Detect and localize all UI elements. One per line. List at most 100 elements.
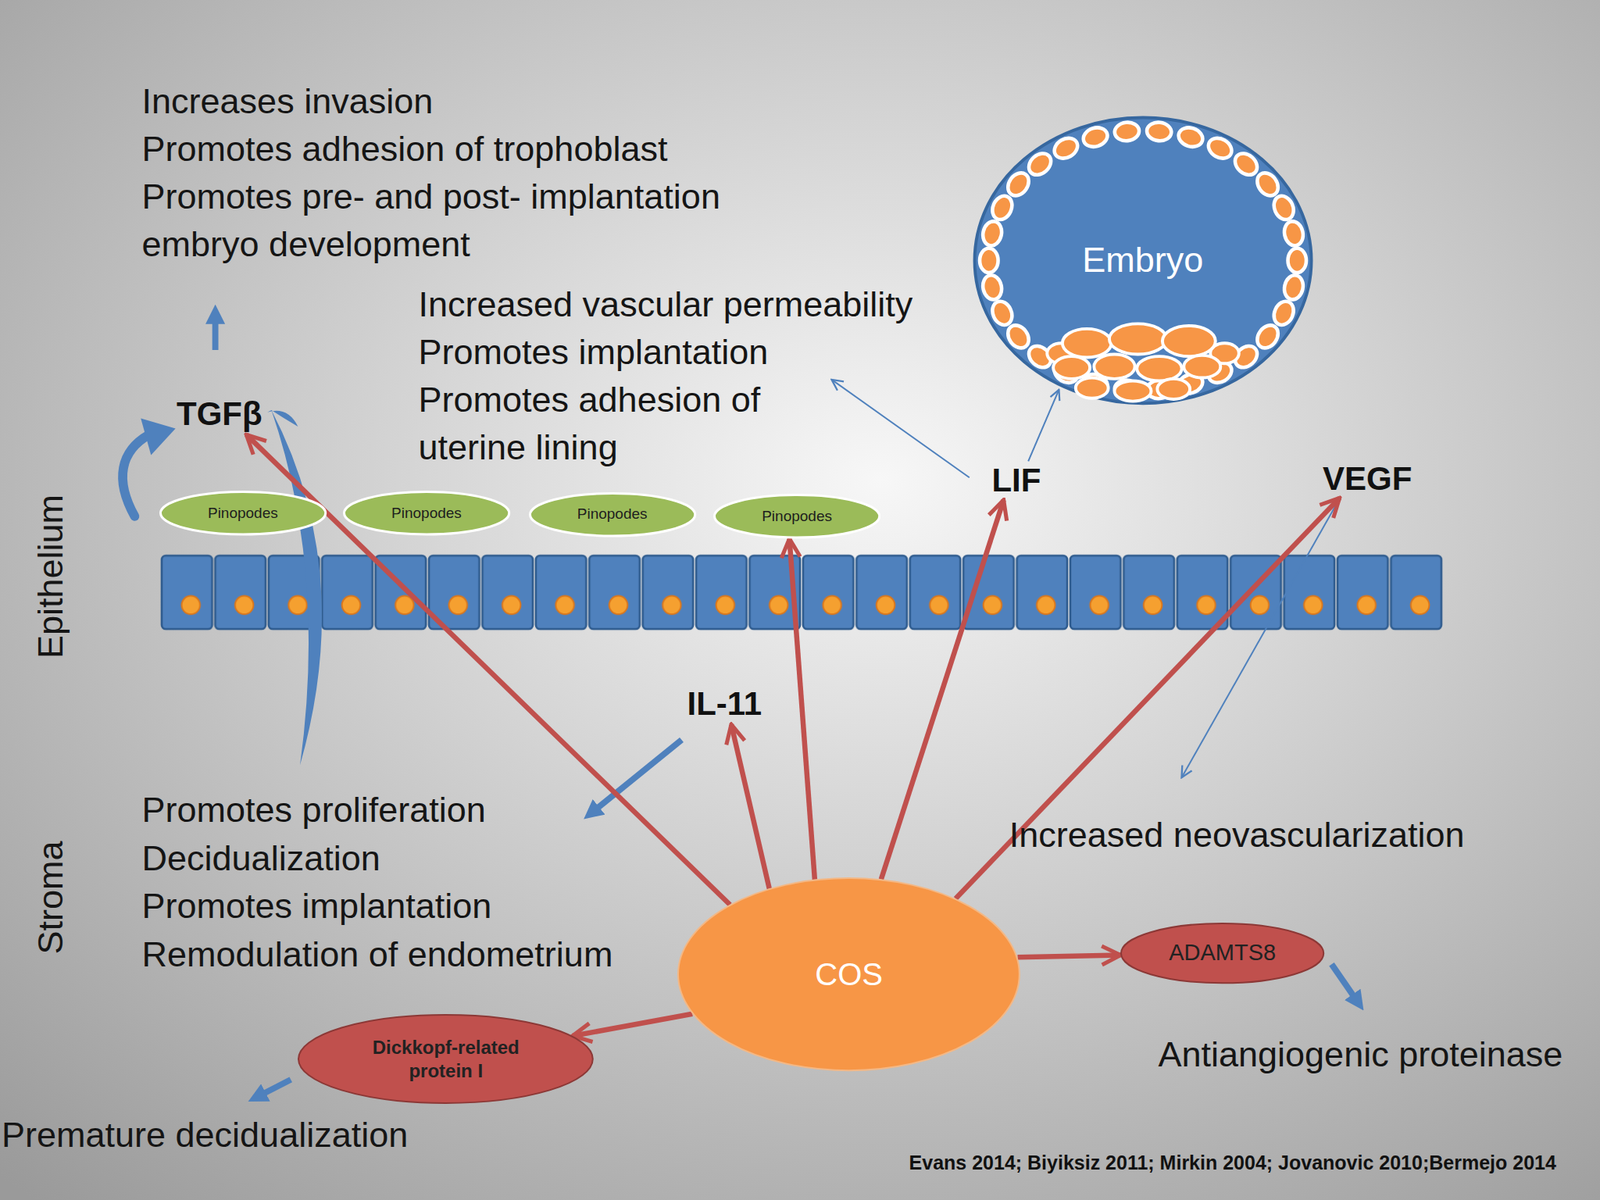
protein-ellipse: ADAMTS8	[1120, 922, 1325, 984]
arrow-flare	[267, 410, 298, 427]
effect-text: Promotes pre- and post- implantation emb…	[142, 172, 752, 268]
trophoblast-cell	[980, 273, 1004, 302]
pinopode-label: Pinopodes	[761, 507, 833, 525]
factor-label-node: TGFβ	[171, 393, 268, 435]
pinopode-label: Pinopodes	[207, 504, 279, 522]
ellipse-shape	[298, 1014, 593, 1104]
trophoblast-cell	[1287, 247, 1307, 272]
effect-text: Remodulation of endometrium	[142, 930, 614, 979]
stimulation-arrow	[1017, 955, 1122, 958]
stimulation-arrow	[572, 1014, 693, 1036]
effect-arrow	[212, 312, 219, 350]
inner-cell-mass-cell	[1109, 323, 1167, 354]
autocrine-curved-arrow	[122, 434, 150, 516]
factor-name: TGFβ	[176, 395, 263, 433]
epithelium-cell-layer	[160, 553, 1443, 631]
trophoblast-cell	[1204, 133, 1236, 162]
effect-text: Promotes implantation	[418, 328, 769, 376]
effect-arrow	[1331, 964, 1359, 1004]
trophoblast-cell	[1175, 124, 1205, 150]
effect-text: Increases invasion	[142, 77, 434, 125]
ellipse-shape	[678, 878, 1020, 1071]
effect-text: Promotes implantation	[142, 882, 493, 930]
cos-label: COS	[814, 957, 883, 993]
stimulation-arrow	[881, 500, 1004, 879]
effect-text: Promotes proliferation	[142, 785, 486, 834]
factor-name: IL-11	[686, 685, 762, 723]
trophoblast-cell	[1282, 219, 1306, 248]
layer-name: Stroma	[31, 841, 71, 955]
trophoblast-cell	[1270, 297, 1297, 328]
pinopode-ellipse: Pinopodes	[159, 490, 327, 536]
pinopode-ellipse: Pinopodes	[342, 490, 511, 536]
ellipse-shape	[714, 495, 879, 538]
trophoblast-cell	[1003, 168, 1033, 200]
trophoblast-cell	[1253, 168, 1283, 200]
effect-thin-arrow	[831, 379, 969, 478]
factor-label-node: LIF	[987, 460, 1045, 500]
effect-text: Increased vascular permeability	[418, 280, 914, 329]
ellipse-shape	[160, 492, 325, 535]
ellipse-shape	[529, 492, 695, 536]
effect-text: Premature decidualization	[1, 1110, 408, 1159]
ellipse-shape	[1121, 923, 1324, 983]
pinopode-label: Pinopodes	[391, 504, 462, 522]
trophoblast-cell	[980, 219, 1004, 248]
pinopode-ellipse: Pinopodes	[528, 492, 697, 537]
protein-label: ADAMTS8	[1168, 939, 1276, 966]
protein-label: Dickkopf-related protein I	[360, 1035, 533, 1083]
trophoblast-cell	[1080, 124, 1110, 150]
effect-thin-arrow	[1181, 500, 1339, 778]
trophoblast-cell	[1003, 321, 1033, 352]
trophoblast-cell	[1024, 149, 1055, 179]
trophoblast-cell	[1050, 133, 1082, 162]
trophoblast-cell	[989, 297, 1016, 328]
ellipse-shape	[343, 492, 509, 535]
inner-cell-mass-cell	[1075, 377, 1109, 398]
layer-name: Epithelium	[31, 494, 71, 659]
trophoblast-cell	[1230, 149, 1261, 179]
factor-label-node: VEGF	[1318, 459, 1417, 499]
paracrine-curved-arrow	[271, 410, 322, 766]
arrowhead	[140, 418, 175, 456]
cos-ellipse: COS	[677, 877, 1021, 1072]
effect-text: Increased neovascularization	[1009, 810, 1465, 859]
pinopode-label: Pinopodes	[577, 505, 648, 523]
inner-cell-mass-cell	[1053, 356, 1090, 379]
effect-arrow	[589, 739, 683, 815]
inner-cell-mass-cell	[1062, 328, 1112, 358]
embryo-blastocyst: Embryo	[969, 112, 1317, 409]
inner-cell-mass-cell	[1157, 378, 1190, 400]
protein-ellipse: Dickkopf-related protein I	[297, 1014, 594, 1104]
trophoblast-cell	[1146, 121, 1173, 143]
embryo-label: Embryo	[1082, 239, 1204, 281]
inner-cell-mass-cell	[1136, 356, 1182, 381]
trophoblast-cell	[979, 247, 999, 272]
citation: Evans 2014; Biyiksiz 2011; Mirkin 2004; …	[909, 1150, 1557, 1175]
pinopode-ellipse: Pinopodes	[713, 493, 881, 539]
effect-text: Decidualization	[142, 834, 381, 883]
effect-text: Promotes adhesion of uterine lining	[418, 375, 794, 472]
factor-name: LIF	[991, 461, 1041, 500]
trophoblast-cell	[1253, 321, 1283, 352]
effect-text: Antiangiogenic proteinase	[1157, 1030, 1563, 1079]
trophoblast-cell	[1113, 121, 1140, 143]
effect-text: Promotes adhesion of trophoblast	[142, 125, 668, 173]
inner-cell-mass-cell	[1093, 353, 1135, 379]
trophoblast-cell	[1282, 273, 1306, 302]
stimulation-arrow	[789, 539, 815, 880]
trophoblast-cell	[989, 192, 1016, 222]
factor-name: VEGF	[1322, 460, 1412, 498]
inner-cell-mass-cell	[1183, 355, 1221, 379]
effect-arrow	[1028, 389, 1059, 462]
inner-cell-mass-cell	[1162, 325, 1216, 357]
stimulation-arrow	[731, 724, 770, 889]
factor-label-node: IL-11	[681, 683, 768, 725]
inner-cell-mass-cell	[1114, 380, 1151, 401]
effect-arrow	[255, 1079, 292, 1099]
blastocyst-body	[974, 117, 1311, 404]
protein-ellipse-outline	[297, 1014, 594, 1104]
trophoblast-cell	[1270, 192, 1297, 222]
